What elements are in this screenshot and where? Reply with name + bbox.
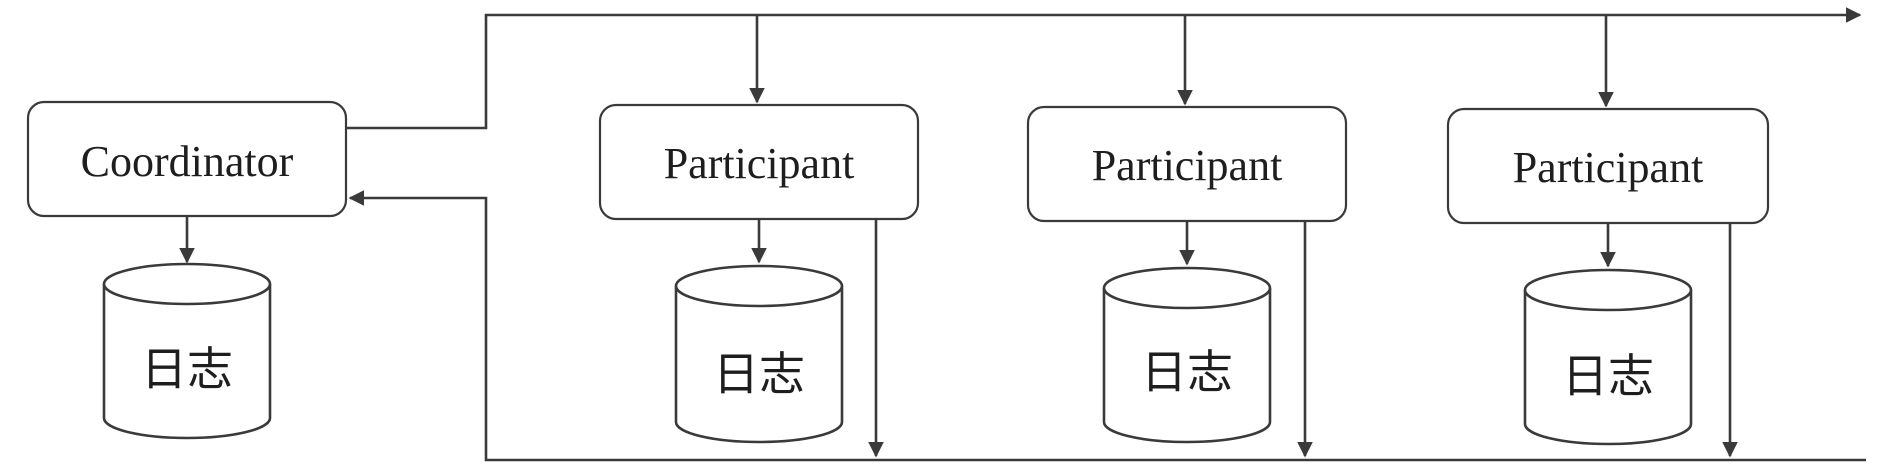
participant-label-2: Participant: [1092, 141, 1283, 190]
request-bus-line: [346, 7, 1862, 130]
participant-log-body-2: [1102, 288, 1272, 444]
participant-log-cylinder-2: 日志: [1102, 266, 1272, 444]
participant-log-body-3: [1523, 290, 1693, 446]
request-bus: [346, 7, 1862, 130]
participant-node-1: Participant 日志: [598, 103, 920, 444]
participant-log-cylinder-1: 日志: [674, 264, 844, 444]
coordinator-log-body: [102, 284, 272, 440]
response-bus: [348, 190, 1866, 462]
participant-log-label-3: 日志: [1562, 349, 1654, 403]
response-bus-line: [348, 190, 1866, 462]
participant-log-label-1: 日志: [713, 347, 805, 401]
coordinator-log-cylinder: 日志: [102, 262, 272, 440]
participant-log-label-2: 日志: [1141, 345, 1233, 399]
participant-log-body-1: [674, 286, 844, 444]
participant-log-top-1: [674, 264, 844, 308]
participant-label-1: Participant: [664, 139, 855, 188]
coordinator-label: Coordinator: [81, 137, 294, 186]
participant-node-2: Participant 日志: [1026, 105, 1348, 444]
participant-log-top-2: [1102, 266, 1272, 310]
coordinator-node: Coordinator 日志: [26, 100, 348, 440]
participant-log-cylinder-3: 日志: [1523, 268, 1693, 446]
participant-node-3: Participant 日志: [1446, 107, 1770, 446]
coordinator-log-label: 日志: [141, 342, 233, 396]
participant-label-3: Participant: [1513, 143, 1704, 192]
coordinator-log-top: [102, 262, 272, 306]
participant-log-top-3: [1523, 268, 1693, 312]
